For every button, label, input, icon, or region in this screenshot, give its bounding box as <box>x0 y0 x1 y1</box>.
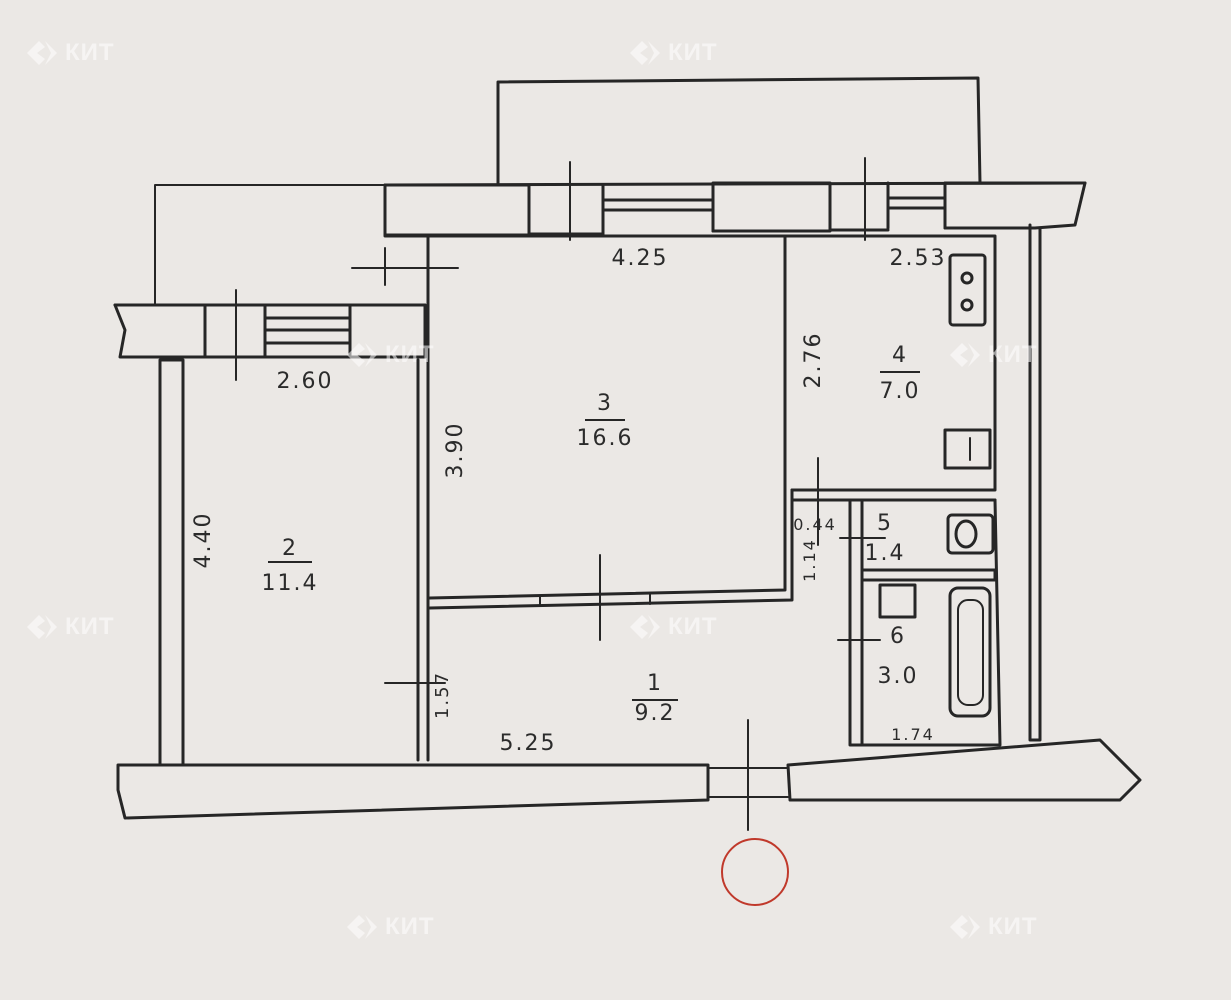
dim-390: 3.90 <box>443 422 468 479</box>
room-4-number: 4 <box>892 343 908 368</box>
burner-icon <box>960 271 974 285</box>
window-sills-top <box>527 228 890 236</box>
watermark-text: КИТ <box>385 341 435 368</box>
watermark: КИТ <box>948 912 1038 942</box>
dimension-labels: 4.25 2.53 2.60 5.25 1.74 0.44 2.76 3.90 … <box>191 246 947 756</box>
kit-logo-icon <box>347 343 377 367</box>
room-3-area: 16.6 <box>577 426 634 451</box>
watermark-text: КИТ <box>988 913 1038 940</box>
washbasin-icon <box>878 583 917 619</box>
room-1-area: 9.2 <box>635 701 676 726</box>
room-6-area: 3.0 <box>878 664 919 689</box>
stove-icon <box>948 253 987 327</box>
bottom-wall-right <box>786 738 1142 802</box>
watermark: КИТ <box>345 912 435 942</box>
watermark: КИТ <box>345 340 435 370</box>
dim-525: 5.25 <box>500 731 557 756</box>
wall-bath-right <box>860 498 1002 747</box>
kit-logo-icon <box>630 615 660 639</box>
dim-425: 4.25 <box>612 246 669 271</box>
room-1-number: 1 <box>647 671 663 696</box>
room-labels: 3 16.6 4 7.0 2 11.4 5 1.4 6 3.0 1 9.2 <box>262 343 921 726</box>
dim-260: 2.60 <box>277 369 334 394</box>
dim-440: 4.40 <box>191 512 216 569</box>
watermark-text: КИТ <box>385 913 435 940</box>
room-2-number: 2 <box>282 536 298 561</box>
wall-kitchen <box>783 234 997 502</box>
doorway-room3 <box>539 593 651 607</box>
wall-bath-mid <box>860 568 997 582</box>
burner-icon <box>960 298 974 312</box>
dim-044: 0.44 <box>793 515 837 534</box>
dim-157: 1.57 <box>432 671 453 719</box>
dim-253: 2.53 <box>890 246 947 271</box>
wall-right-outer <box>1028 223 1042 742</box>
kit-logo-icon <box>347 915 377 939</box>
kit-logo-icon <box>27 41 57 65</box>
room-6-number: 6 <box>890 624 906 649</box>
neighbor-outline <box>154 184 386 306</box>
kit-logo-icon <box>27 615 57 639</box>
window-left <box>263 316 352 345</box>
dimension-ticks-top <box>235 157 866 381</box>
window-top-1 <box>601 183 715 236</box>
room-3-number: 3 <box>597 391 613 416</box>
watermark-text: КИТ <box>65 613 115 640</box>
watermark-text: КИТ <box>668 39 718 66</box>
toilet-icon <box>946 513 995 555</box>
wall-bath-left <box>848 498 864 747</box>
bottom-wall-left <box>116 763 710 820</box>
watermark-text: КИТ <box>65 39 115 66</box>
kit-logo-icon <box>950 915 980 939</box>
dimension-ticks-mid <box>384 457 886 684</box>
window-top-2 <box>886 181 947 230</box>
room-2-area: 11.4 <box>262 571 319 596</box>
balcony-outline <box>496 76 982 185</box>
bathtub-icon <box>948 586 992 718</box>
kit-logo-icon <box>630 41 660 65</box>
watermark-text: КИТ <box>988 341 1038 368</box>
kitchen-sink-icon <box>943 428 992 470</box>
room-4-area: 7.0 <box>880 379 921 404</box>
watermark-text: КИТ <box>668 613 718 640</box>
kit-logo-icon <box>950 343 980 367</box>
watermark: КИТ <box>628 38 718 68</box>
wall-room3 <box>426 234 787 600</box>
watermark: КИТ <box>25 612 115 642</box>
room-5-number: 5 <box>877 511 893 536</box>
walls <box>113 76 1142 831</box>
watermark: КИТ <box>628 612 718 642</box>
dim-276: 2.76 <box>801 332 826 389</box>
watermark: КИТ <box>948 340 1038 370</box>
entrance-marker-icon <box>721 838 789 906</box>
dim-174: 1.74 <box>891 725 935 744</box>
watermark: КИТ <box>25 38 115 68</box>
dim-114: 1.14 <box>800 538 819 582</box>
left-wall-top-inner <box>113 303 427 359</box>
wall-room3-bottom-inner <box>428 488 794 610</box>
room-5-area: 1.4 <box>865 541 906 566</box>
